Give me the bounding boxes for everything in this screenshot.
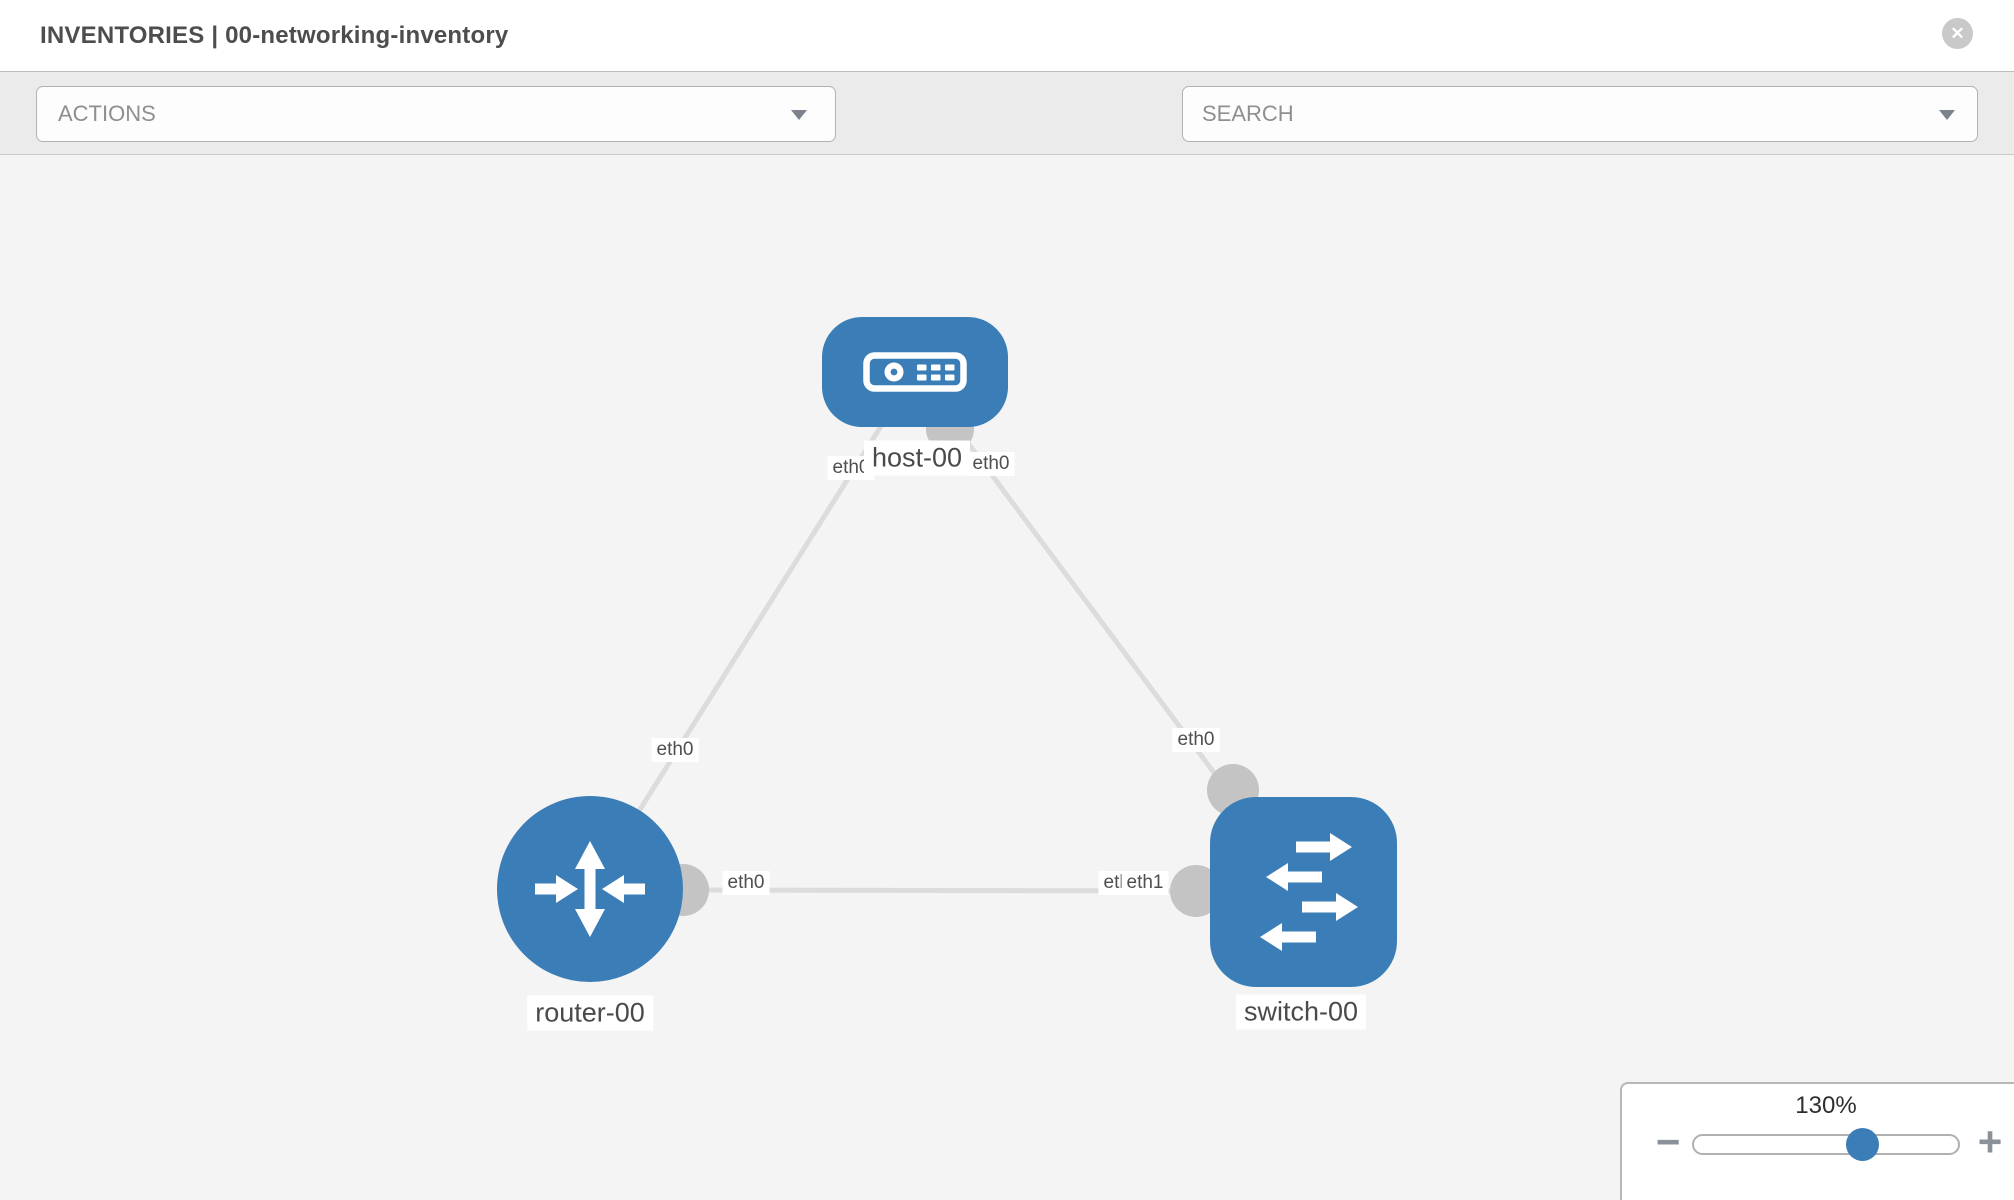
search-input[interactable] xyxy=(1183,87,1977,141)
search-dropdown[interactable] xyxy=(1182,86,1978,142)
zoom-level: 130% xyxy=(1795,1092,1857,1119)
minus-icon: − xyxy=(1655,1118,1681,1165)
interface-label: eth0 xyxy=(967,452,1015,476)
zoom-slider-handle[interactable] xyxy=(1846,1128,1880,1161)
close-button[interactable]: ✕ xyxy=(1942,18,1973,49)
plus-icon: + xyxy=(1977,1118,2003,1165)
interface-label: eth0 xyxy=(722,871,770,895)
node-switch-00[interactable] xyxy=(1210,797,1397,987)
node-host-00[interactable] xyxy=(822,317,1008,427)
switch-icon xyxy=(1259,833,1358,951)
node-label-switch-00: switch-00 xyxy=(1235,994,1367,1030)
header: INVENTORIES | 00-networking-inventory ✕ xyxy=(0,0,2014,71)
node-label-router-00: router-00 xyxy=(527,995,653,1031)
port-circle xyxy=(1170,865,1222,917)
toolbar: ACTIONS xyxy=(0,71,2014,205)
chevron-down-icon xyxy=(1939,110,1955,120)
interface-label: eth1 xyxy=(1121,871,1169,895)
zoom-slider[interactable] xyxy=(1692,1128,1960,1161)
page-title: INVENTORIES | 00-networking-inventory xyxy=(40,22,509,49)
actions-dropdown[interactable]: ACTIONS xyxy=(36,86,836,142)
close-icon: ✕ xyxy=(1950,24,1965,43)
links-layer xyxy=(587,370,1306,917)
interface-label: eth0 xyxy=(651,738,699,762)
zoom-out-button[interactable]: − xyxy=(1646,1120,1690,1164)
chevron-down-icon xyxy=(791,110,807,120)
topology-canvas[interactable]: eth0eth0eth0eth0eth0eth0eth1host-00route… xyxy=(0,155,2014,1200)
interface-label: eth0 xyxy=(1172,728,1220,752)
zoom-control: 130% − + xyxy=(1620,1082,2014,1200)
host-icon xyxy=(863,352,967,392)
zoom-in-button[interactable]: + xyxy=(1968,1120,2012,1164)
router-icon xyxy=(535,841,645,937)
node-label-host-00: host-00 xyxy=(863,440,971,476)
node-router-00[interactable] xyxy=(497,796,683,982)
actions-dropdown-label: ACTIONS xyxy=(58,101,156,126)
